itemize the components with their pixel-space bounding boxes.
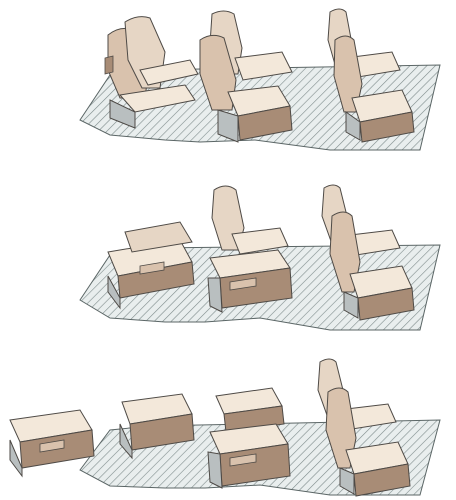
seat-column-right — [317, 358, 411, 497]
seat-removed-center — [119, 393, 195, 460]
seat-bench-left-folded — [107, 221, 195, 310]
seat-pair-middle-folded — [207, 387, 291, 489]
seat-column-right — [321, 184, 415, 321]
panel-2 — [79, 184, 441, 331]
seat-column-right — [327, 8, 415, 143]
seat-pair-middle — [199, 10, 293, 143]
seat-removed-left — [9, 409, 95, 478]
seat-bench-left — [104, 16, 199, 129]
panel-1 — [79, 8, 441, 151]
panel-3 — [9, 358, 441, 497]
seat-pair-middle-partial — [207, 185, 293, 313]
